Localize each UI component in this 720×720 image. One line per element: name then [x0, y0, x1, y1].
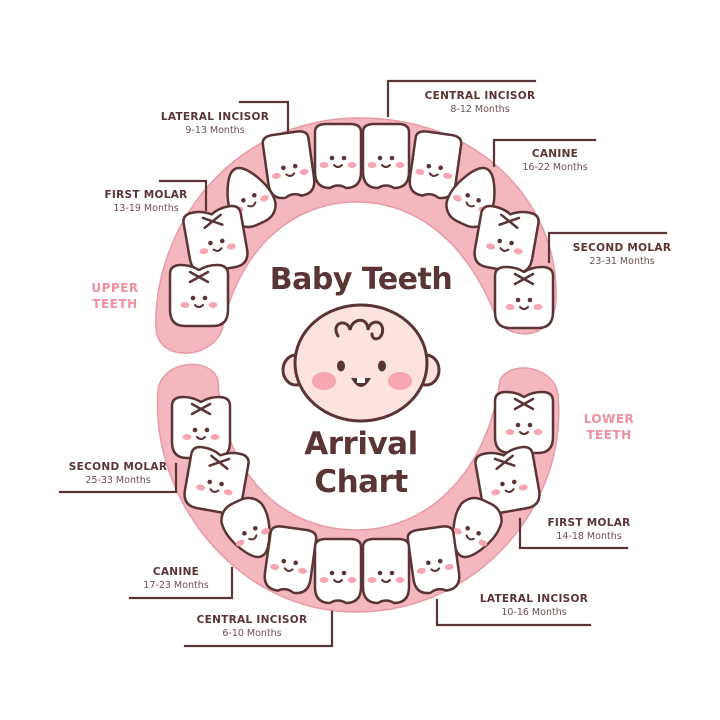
label-upper-lateral-incisor: LATERAL INCISOR 9-13 Months: [150, 111, 280, 137]
upper-second-molar-right-tooth: [493, 265, 555, 330]
label-name: LATERAL INCISOR: [479, 593, 589, 605]
leader-lower-central-incisor: [183, 610, 334, 648]
lower-teeth-line1: LOWER: [583, 412, 635, 426]
title-chart: Chart: [314, 464, 408, 500]
lower-teeth-label: LOWER TEETH: [574, 411, 644, 443]
label-name: CANINE: [152, 566, 200, 578]
label-name: LATERAL INCISOR: [160, 111, 270, 123]
label-lower-central-incisor: CENTRAL INCISOR 6-10 Months: [180, 614, 324, 640]
leader-lower-lateral-incisor: [435, 598, 592, 627]
upper-teeth-label: UPPER TEETH: [80, 280, 150, 312]
upper-teeth-line2: TEETH: [92, 297, 138, 312]
label-months: 10-16 Months: [501, 607, 567, 619]
label-name: FIRST MOLAR: [104, 189, 188, 201]
label-name: SECOND MOLAR: [68, 461, 168, 473]
label-lower-second-molar: SECOND MOLAR 25-33 Months: [56, 461, 180, 487]
leader-upper-second-molar: [547, 231, 668, 264]
label-lower-first-molar: FIRST MOLAR 14-18 Months: [534, 517, 644, 543]
baby-face-icon: [281, 303, 441, 423]
label-lower-lateral-incisor: LATERAL INCISOR 10-16 Months: [464, 593, 604, 619]
label-name: CENTRAL INCISOR: [196, 614, 308, 626]
upper-teeth-line1: UPPER: [91, 281, 139, 295]
upper-central-incisor-left-tooth: [313, 122, 363, 190]
leader-lower-first-molar: [518, 517, 629, 550]
upper-second-molar-left-tooth: [168, 263, 230, 328]
label-lower-canine: CANINE 17-23 Months: [120, 566, 232, 592]
lower-central-incisor-left-tooth: [313, 537, 363, 605]
label-months: 16-22 Months: [522, 162, 588, 174]
label-months: 23-31 Months: [589, 256, 655, 268]
upper-central-incisor-right-tooth: [361, 122, 411, 190]
label-upper-canine: CANINE 16-22 Months: [500, 148, 610, 174]
upper-first-molar-right-tooth: [473, 204, 540, 274]
upper-lateral-incisor-left-tooth: [261, 130, 316, 200]
lower-central-incisor-right-tooth: [361, 537, 411, 605]
label-upper-second-molar: SECOND MOLAR 23-31 Months: [560, 242, 684, 268]
lower-second-molar-right-tooth: [493, 390, 555, 455]
label-upper-central-incisor: CENTRAL INCISOR 8-12 Months: [410, 90, 550, 116]
lower-teeth-line2: TEETH: [586, 428, 632, 443]
label-name: CENTRAL INCISOR: [424, 90, 536, 102]
title-arrival: Arrival: [304, 426, 418, 462]
leader-upper-first-molar: [158, 179, 208, 212]
label-months: 14-18 Months: [556, 531, 622, 543]
label-upper-first-molar: FIRST MOLAR 13-19 Months: [92, 189, 200, 215]
upper-lateral-incisor-right-tooth: [408, 130, 463, 200]
leader-lower-canine: [128, 566, 234, 600]
label-months: 25-33 Months: [85, 475, 151, 487]
label-name: SECOND MOLAR: [572, 242, 672, 254]
lower-lateral-incisor-left-tooth: [263, 525, 318, 595]
leader-upper-lateral-incisor: [238, 100, 290, 134]
leader-upper-canine: [492, 138, 597, 168]
label-months: 8-12 Months: [450, 104, 510, 116]
label-months: 13-19 Months: [113, 203, 179, 215]
label-months: 17-23 Months: [143, 580, 209, 592]
title-baby-teeth: Baby Teeth: [269, 262, 453, 297]
lower-first-molar-left-tooth: [183, 445, 250, 515]
label-months: 6-10 Months: [222, 628, 282, 640]
leader-upper-central-incisor: [386, 79, 537, 118]
leader-lower-second-molar: [58, 462, 178, 494]
label-name: CANINE: [531, 148, 579, 160]
label-months: 9-13 Months: [185, 125, 245, 137]
lower-second-molar-left-tooth: [170, 395, 232, 460]
lower-lateral-incisor-right-tooth: [406, 525, 461, 595]
label-name: FIRST MOLAR: [547, 517, 631, 529]
